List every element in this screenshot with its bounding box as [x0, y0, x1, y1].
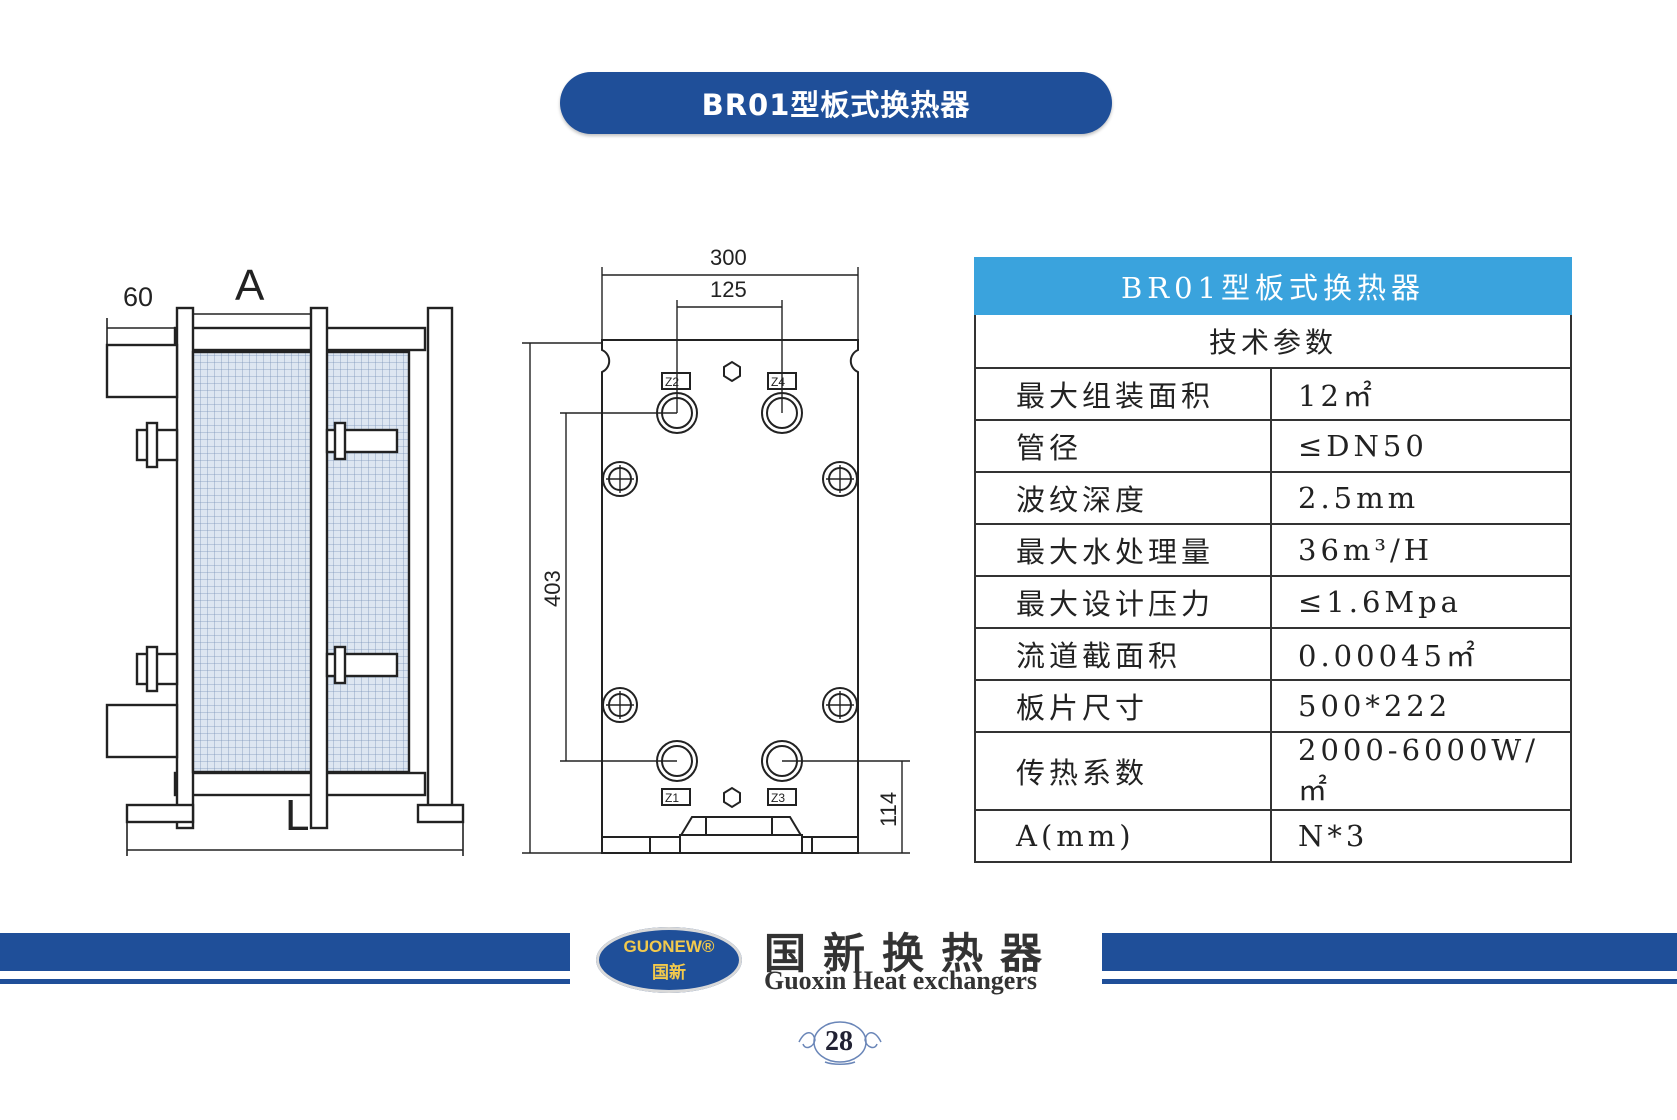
plate-front-view-drawing: 300 125 600 403 114 Z2 Z4 Z1 Z3 [520, 245, 910, 854]
logo-text-en: GUONEW® [623, 937, 715, 956]
port-z2-label: Z2 [665, 375, 679, 389]
footer-band-right [1102, 933, 1677, 971]
dim-114-label: 114 [876, 792, 901, 827]
dim-125-label: 125 [710, 277, 747, 302]
port-z4-label: Z4 [771, 375, 785, 389]
spec-table-subtitle: 技术参数 [974, 313, 1572, 369]
dim-600-label: 600 [520, 584, 525, 621]
page-number: 28 [825, 1026, 853, 1057]
row-value: ≤1.6Mpa [1270, 575, 1572, 629]
row-value: 12㎡ [1270, 367, 1572, 421]
dim-l-label: L [285, 791, 309, 840]
page-title-banner: BR01型板式换热器 [560, 72, 1112, 134]
row-value: 2000-6000W/㎡ [1270, 731, 1572, 811]
row-value: 36m³/H [1270, 523, 1572, 577]
row-value: 0.00045㎡ [1270, 627, 1572, 681]
dim-a-label: A [235, 261, 265, 310]
guonew-logo: GUONEW® 国新 [596, 927, 742, 993]
logo-text-cn: 国新 [652, 963, 686, 983]
row-value: N*3 [1270, 809, 1572, 863]
row-label: 板片尺寸 [974, 679, 1272, 733]
side-view-drawing: 60 A L [105, 261, 465, 856]
page-title: BR01型板式换热器 [701, 88, 971, 122]
dim-403-label: 403 [540, 570, 565, 607]
footer-band-left [0, 933, 570, 971]
row-label: A(mm) [974, 809, 1272, 863]
row-label: 最大水处理量 [974, 523, 1272, 577]
page-number-ornament-icon [798, 1021, 882, 1065]
port-z3-label: Z3 [771, 791, 785, 805]
dim-60-label: 60 [123, 282, 153, 312]
row-label: 最大设计压力 [974, 575, 1272, 629]
row-label: 传热系数 [974, 731, 1272, 811]
company-name-en: Guoxin Heat exchangers [764, 966, 1037, 995]
row-label: 最大组装面积 [974, 367, 1272, 421]
port-z1-label: Z1 [665, 791, 679, 805]
table-row: A(mm)N*3 [974, 809, 1572, 863]
footer-stripe-right [1102, 979, 1677, 984]
row-value: 500*222 [1270, 679, 1572, 733]
row-value: 2.5mm [1270, 471, 1572, 525]
table-row: 管径≤DN50 [974, 419, 1572, 473]
row-value: ≤DN50 [1270, 419, 1572, 473]
row-label: 流道截面积 [974, 627, 1272, 681]
row-label: 波纹深度 [974, 471, 1272, 525]
table-row: 最大设计压力≤1.6Mpa [974, 575, 1572, 629]
spec-table-title: BR01型板式换热器 [974, 257, 1572, 315]
dim-300-label: 300 [710, 245, 747, 270]
footer-stripe-left [0, 979, 570, 984]
row-label: 管径 [974, 419, 1272, 473]
company-name-cn: 国新换热器 [764, 929, 1060, 978]
